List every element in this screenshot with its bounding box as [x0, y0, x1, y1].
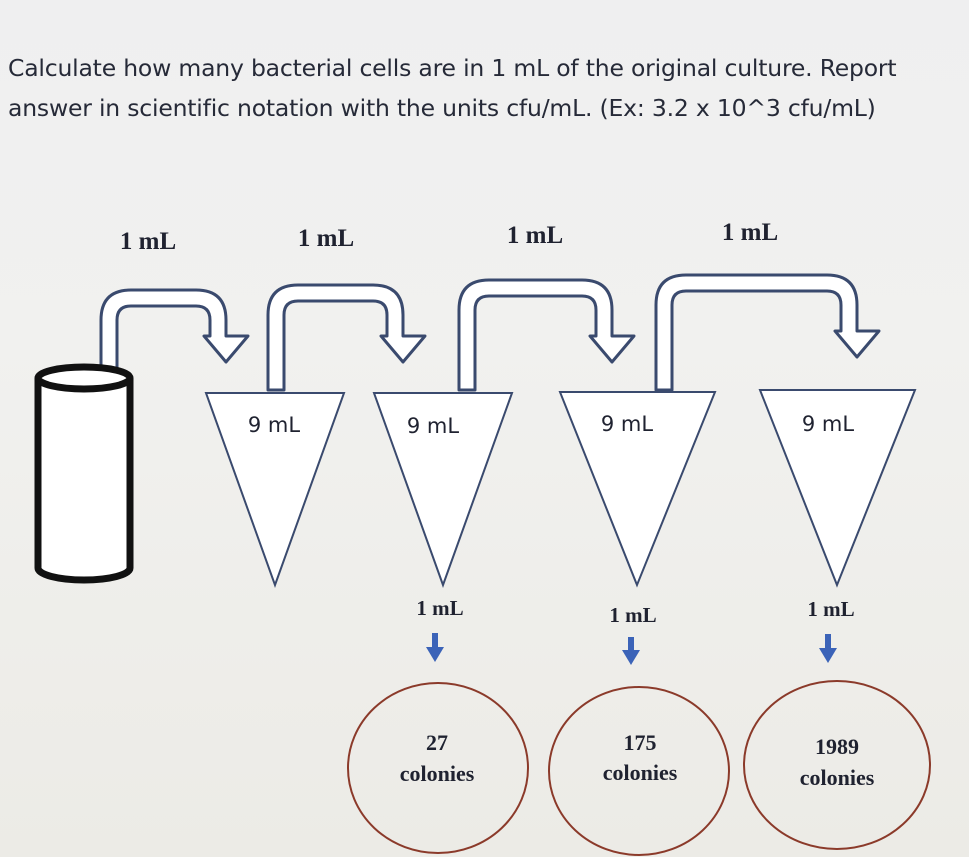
tube-label-4: 9 mL — [802, 412, 854, 436]
dilution-tube-3 — [558, 391, 717, 588]
plate-3-count: 1989 — [815, 734, 859, 759]
transfer-label-4: 1 mL — [722, 219, 778, 246]
tube-label-3: 9 mL — [601, 412, 653, 436]
plating-label-2: 1 mL — [609, 603, 656, 627]
drop-arrow-2 — [622, 637, 640, 665]
tube-label-2: 9 mL — [407, 414, 459, 438]
drop-arrow-3 — [819, 634, 837, 663]
transfer-label-2: 1 mL — [298, 225, 354, 252]
drop-arrow-1 — [426, 633, 444, 662]
transfer-label-1: 1 mL — [120, 228, 176, 255]
transfer-arrows — [99, 273, 881, 392]
question-line-1: Calculate how many bacterial cells are i… — [8, 54, 897, 82]
plate-1-unit: colonies — [400, 761, 475, 786]
agar-plate-1: 27 colonies — [347, 682, 529, 854]
transfer-arrow-3 — [457, 278, 636, 392]
transfer-arrow-2 — [266, 283, 427, 392]
tube-label-1: 9 mL — [248, 413, 300, 437]
original-culture-tube — [34, 363, 134, 584]
agar-plate-3: 1989 colonies — [743, 680, 931, 850]
dilution-tube-1 — [204, 392, 346, 588]
transfer-arrow-4 — [654, 273, 881, 392]
transfer-label-3: 1 mL — [507, 222, 563, 249]
plating-label-3: 1 mL — [807, 597, 854, 621]
plate-3-unit: colonies — [800, 765, 875, 790]
plate-1-count: 27 — [426, 730, 448, 755]
transfer-arrow-1 — [99, 288, 250, 377]
dilution-tube-2 — [372, 392, 514, 588]
plate-2-count: 175 — [624, 730, 657, 755]
dilution-tube-4 — [758, 389, 917, 588]
plate-2-unit: colonies — [603, 760, 678, 785]
question-line-2: answer in scientific notation with the u… — [8, 94, 876, 122]
agar-plate-2: 175 colonies — [548, 686, 730, 856]
question-text: Calculate how many bacterial cells are i… — [8, 48, 958, 128]
plating-label-1: 1 mL — [416, 596, 463, 620]
